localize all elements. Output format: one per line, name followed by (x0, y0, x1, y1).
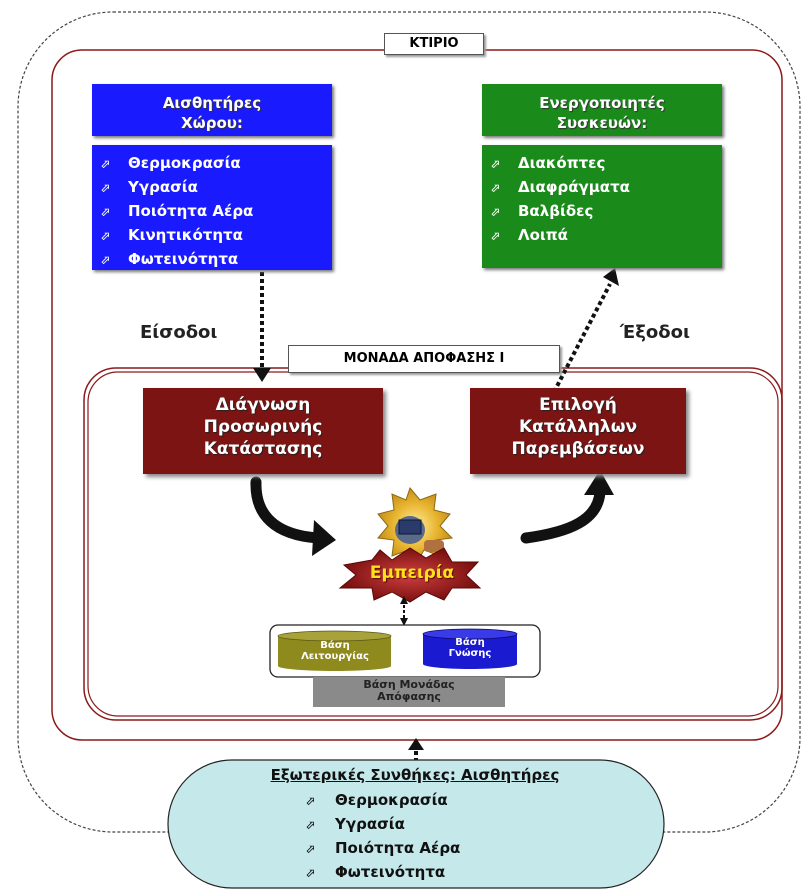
actuator-item: Λοιπά (518, 226, 568, 244)
list-item: ⬀ Φωτεινότητα (100, 247, 332, 271)
knowledge-db-cylinder-top (422, 628, 518, 640)
list-item: ⬀ Κινητικότητα (100, 223, 332, 247)
bullet-arrow-icon: ⬀ (100, 205, 111, 219)
bullet-arrow-icon: ⬀ (490, 205, 501, 219)
list-item: ⬀ Ποιότητα Αέρα (305, 836, 545, 860)
operation-db-line1: Βάση (320, 640, 350, 651)
sensor-item: Ποιότητα Αέρα (128, 202, 254, 220)
selection-line3: Παρεμβάσεων (511, 439, 645, 459)
bullet-arrow-icon: ⬀ (305, 794, 316, 808)
building-label: ΚΤΙΡΙΟ (384, 33, 484, 55)
diagnosis-line2: Προσωρινής (203, 417, 323, 437)
operation-db-label: Βάση Λειτουργίας (280, 640, 390, 662)
expert-figure-screen (398, 519, 422, 535)
output-arrow-head (603, 268, 619, 286)
curved-arrow-left (250, 476, 324, 544)
knowledge-db-line2: Γνώσης (448, 648, 492, 659)
external-title: Εξωτερικές Συνθήκες: Αισθητήρες (270, 766, 560, 784)
selection-box: Επιλογή Κατάλληλων Παρεμβάσεων (470, 388, 686, 474)
sensors-header: Αισθητήρες Χώρου: (92, 84, 332, 136)
selection-line1: Επιλογή (539, 395, 617, 415)
list-item: ⬀ Διακόπτες (490, 151, 722, 175)
actuator-item: Διακόπτες (518, 154, 606, 172)
actuators-list: ⬀ Διακόπτες ⬀ Διαφράγματα ⬀ Βαλβίδες ⬀ Λοιπά (482, 145, 722, 268)
bullet-arrow-icon: ⬀ (100, 253, 111, 267)
unit-db-line1: Βάση Μονάδας (363, 678, 455, 691)
external-item: Υγρασία (335, 815, 405, 833)
bullet-arrow-icon: ⬀ (490, 181, 501, 195)
list-item: ⬀ Φωτεινότητα (305, 860, 545, 884)
list-item: ⬀ Θερμοκρασία (305, 788, 545, 812)
actuators-header: Ενεργοποιητές Συσκευών: (482, 84, 722, 136)
operation-db-cylinder-bottom (278, 661, 391, 671)
outputs-label: Έξοδοι (620, 322, 690, 343)
bullet-arrow-icon: ⬀ (100, 157, 111, 171)
actuators-title-line1: Ενεργοποιητές (539, 94, 665, 112)
list-item: ⬀ Λοιπά (490, 223, 722, 247)
inputs-label: Είσοδοι (140, 322, 218, 343)
external-item: Φωτεινότητα (335, 863, 446, 881)
list-item: ⬀ Διαφράγματα (490, 175, 722, 199)
external-list: ⬀ Θερμοκρασία ⬀ Υγρασία ⬀ Ποιότητα Αέρα ⬀ Φω… (305, 788, 545, 884)
unit-db-label: Βάση Μονάδας Απόφασης (313, 679, 505, 703)
bullet-arrow-icon: ⬀ (490, 229, 501, 243)
unit-db-line2: Απόφασης (377, 690, 441, 703)
actuators-title-line2: Συσκευών: (556, 114, 648, 132)
sensors-title-line2: Χώρου: (181, 114, 243, 132)
experience-db-link-top (400, 596, 408, 604)
bullet-arrow-icon: ⬀ (100, 181, 111, 195)
bullet-arrow-icon: ⬀ (490, 157, 501, 171)
list-item: ⬀ Θερμοκρασία (100, 151, 332, 175)
list-item: ⬀ Βαλβίδες (490, 199, 722, 223)
experience-label: Εμπειρία (369, 563, 455, 583)
external-item: Ποιότητα Αέρα (335, 839, 461, 857)
experience-db-link-bottom (400, 618, 408, 626)
sensor-item: Κινητικότητα (128, 226, 243, 244)
unit-database-block (313, 677, 505, 707)
list-item: ⬀ Υγρασία (100, 175, 332, 199)
sensor-item: Υγρασία (128, 178, 198, 196)
diagnosis-line1: Διάγνωση (215, 395, 311, 415)
operation-db-line2: Λειτουργίας (301, 651, 369, 662)
curved-arrow-right (520, 486, 606, 544)
sensors-list: ⬀ Θερμοκρασία ⬀ Υγρασία ⬀ Ποιότητα Αέρα ⬀ Κι… (92, 145, 332, 270)
diagnosis-line3: Κατάστασης (203, 439, 323, 459)
output-arrow (552, 283, 612, 393)
curved-arrow-left-head (312, 520, 336, 556)
sensor-item: Θερμοκρασία (128, 154, 241, 172)
curved-arrow-right-head (584, 470, 614, 495)
bullet-arrow-icon: ⬀ (305, 866, 316, 880)
operation-db-cylinder-top (277, 630, 392, 642)
diagnosis-box: Διάγνωση Προσωρινής Κατάστασης (143, 388, 383, 474)
knowledge-db-line1: Βάση (455, 637, 485, 648)
sensors-title-line1: Αισθητήρες (162, 94, 262, 112)
input-arrow-head (253, 368, 271, 382)
list-item: ⬀ Υγρασία (305, 812, 545, 836)
experience-burst (338, 547, 482, 603)
sensor-item: Φωτεινότητα (128, 250, 239, 268)
knowledge-db-label: Βάση Γνώσης (424, 637, 516, 659)
bullet-arrow-icon: ⬀ (305, 818, 316, 832)
external-arrow-head (408, 738, 424, 750)
selection-line2: Κατάλληλων (518, 417, 638, 437)
list-item: ⬀ Ποιότητα Αέρα (100, 199, 332, 223)
knowledge-db-cylinder-bottom (423, 659, 517, 669)
actuator-item: Διαφράγματα (518, 178, 630, 196)
bullet-arrow-icon: ⬀ (100, 229, 111, 243)
bullet-arrow-icon: ⬀ (305, 842, 316, 856)
actuator-item: Βαλβίδες (518, 202, 594, 220)
expert-figure-hand (424, 540, 444, 552)
external-capsule (167, 759, 665, 889)
external-item: Θερμοκρασία (335, 791, 448, 809)
decision-unit-label: ΜΟΝΑΔΑ ΑΠΟΦΑΣΗΣ Ι (288, 345, 560, 373)
